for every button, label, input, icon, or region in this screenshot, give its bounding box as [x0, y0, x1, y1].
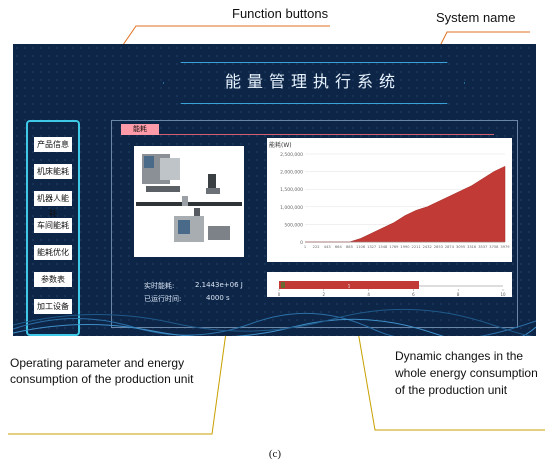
- x-tick-label: 3316: [467, 245, 477, 249]
- x-tick-label: 1769: [389, 245, 399, 249]
- runtime-label: 已运行时间:: [144, 295, 182, 303]
- progress-start-marker: [281, 282, 285, 288]
- progress-fill: [279, 281, 419, 289]
- runtime-value: 4000 s: [206, 294, 230, 302]
- x-tick-label: 1990: [400, 245, 410, 249]
- content-panel: [111, 120, 518, 328]
- dynamic-changes-callout: Dynamic changes in the whole energy cons…: [395, 349, 538, 397]
- progress-tick-label: 0: [278, 292, 281, 297]
- x-tick-label: 3537: [478, 245, 487, 249]
- function-sidebar: 产品信息 机床能耗 机器人能耗 车间能耗 能耗优化 参数表 加工设备: [26, 120, 80, 336]
- sidebar-item-processing-equipment[interactable]: 加工设备: [34, 299, 72, 314]
- x-tick-label: 3758: [489, 245, 499, 249]
- y-tick-label: 1,000,000: [280, 205, 303, 211]
- x-tick-label: 1327: [367, 245, 376, 249]
- energy-area-series: [305, 165, 506, 243]
- x-tick-label: 2874: [445, 245, 455, 249]
- x-tick-label: 2653: [434, 245, 443, 249]
- x-tick-label: 2432: [423, 245, 432, 249]
- x-tick-label: 222: [313, 245, 320, 249]
- x-tick-label: 3979: [500, 245, 510, 249]
- dashboard-frame: 能量管理执行系统 产品信息 机床能耗 机器人能耗 车间能耗 能耗优化 参数表 加…: [13, 44, 536, 336]
- y-tick-label: 2,000,000: [280, 170, 303, 176]
- system-title: 能量管理执行系统: [224, 72, 401, 91]
- sidebar-item-machine-energy[interactable]: 机床能耗: [34, 164, 72, 179]
- sidebar-item-workshop-energy[interactable]: 车间能耗: [34, 218, 72, 233]
- x-tick-label: 885: [346, 245, 353, 249]
- production-unit-image: [134, 146, 244, 257]
- x-tick-label: 664: [335, 245, 343, 249]
- y-axis-label: 能耗(W): [269, 141, 292, 149]
- energy-chart-panel: 能耗(W) 2,500,000 2,000,000 1,500,000 1,000,00…: [267, 138, 512, 262]
- caption: (c): [268, 448, 282, 460]
- progress-badge: 1: [348, 284, 351, 289]
- title-frame: [163, 62, 465, 104]
- system-name-callout: System name: [436, 10, 516, 25]
- x-tick-label: 2211: [412, 245, 421, 249]
- sidebar-item-robot-energy[interactable]: 机器人能耗: [34, 191, 72, 218]
- wave-decoration: [13, 308, 536, 336]
- sidebar-item-parameter-table[interactable]: 参数表: [34, 272, 72, 287]
- x-tick-label: 3095: [456, 245, 465, 249]
- realtime-energy-value: 2.1443e+06 J: [195, 281, 243, 289]
- x-tick-label: 1548: [378, 245, 388, 249]
- operating-param-callout: Operating parameter and energy consumpti…: [10, 356, 194, 386]
- sidebar-item-energy-optimization[interactable]: 能耗优化: [34, 245, 72, 260]
- x-tick-label: 1106: [356, 245, 366, 249]
- progress-tick-label: 8: [457, 292, 460, 297]
- tab-energy[interactable]: 能耗: [121, 124, 159, 135]
- y-tick-label: 500,000: [284, 222, 303, 228]
- production-line-illustration: [136, 154, 242, 242]
- energy-area-chart: 能耗(W) 2,500,000 2,000,000 1,500,000 1,000,00…: [269, 141, 510, 249]
- y-tick-label: 2,500,000: [280, 152, 303, 158]
- y-tick-label: 1,500,000: [280, 187, 303, 193]
- realtime-energy-label: 实时能耗:: [144, 282, 175, 290]
- progress-tick-label: 2: [323, 292, 326, 297]
- sidebar-item-product-info[interactable]: 产品信息: [34, 137, 72, 152]
- progress-tick-label: 4: [367, 292, 370, 297]
- function-buttons-callout: Function buttons: [232, 6, 329, 21]
- y-tick-label: 0: [300, 240, 303, 246]
- progress-tick-label: 10: [500, 292, 506, 297]
- tab-divider: [159, 134, 494, 135]
- progress-tick-label: 6: [412, 292, 415, 297]
- x-tick-label: 443: [324, 245, 331, 249]
- x-tick-label: 1: [304, 245, 306, 249]
